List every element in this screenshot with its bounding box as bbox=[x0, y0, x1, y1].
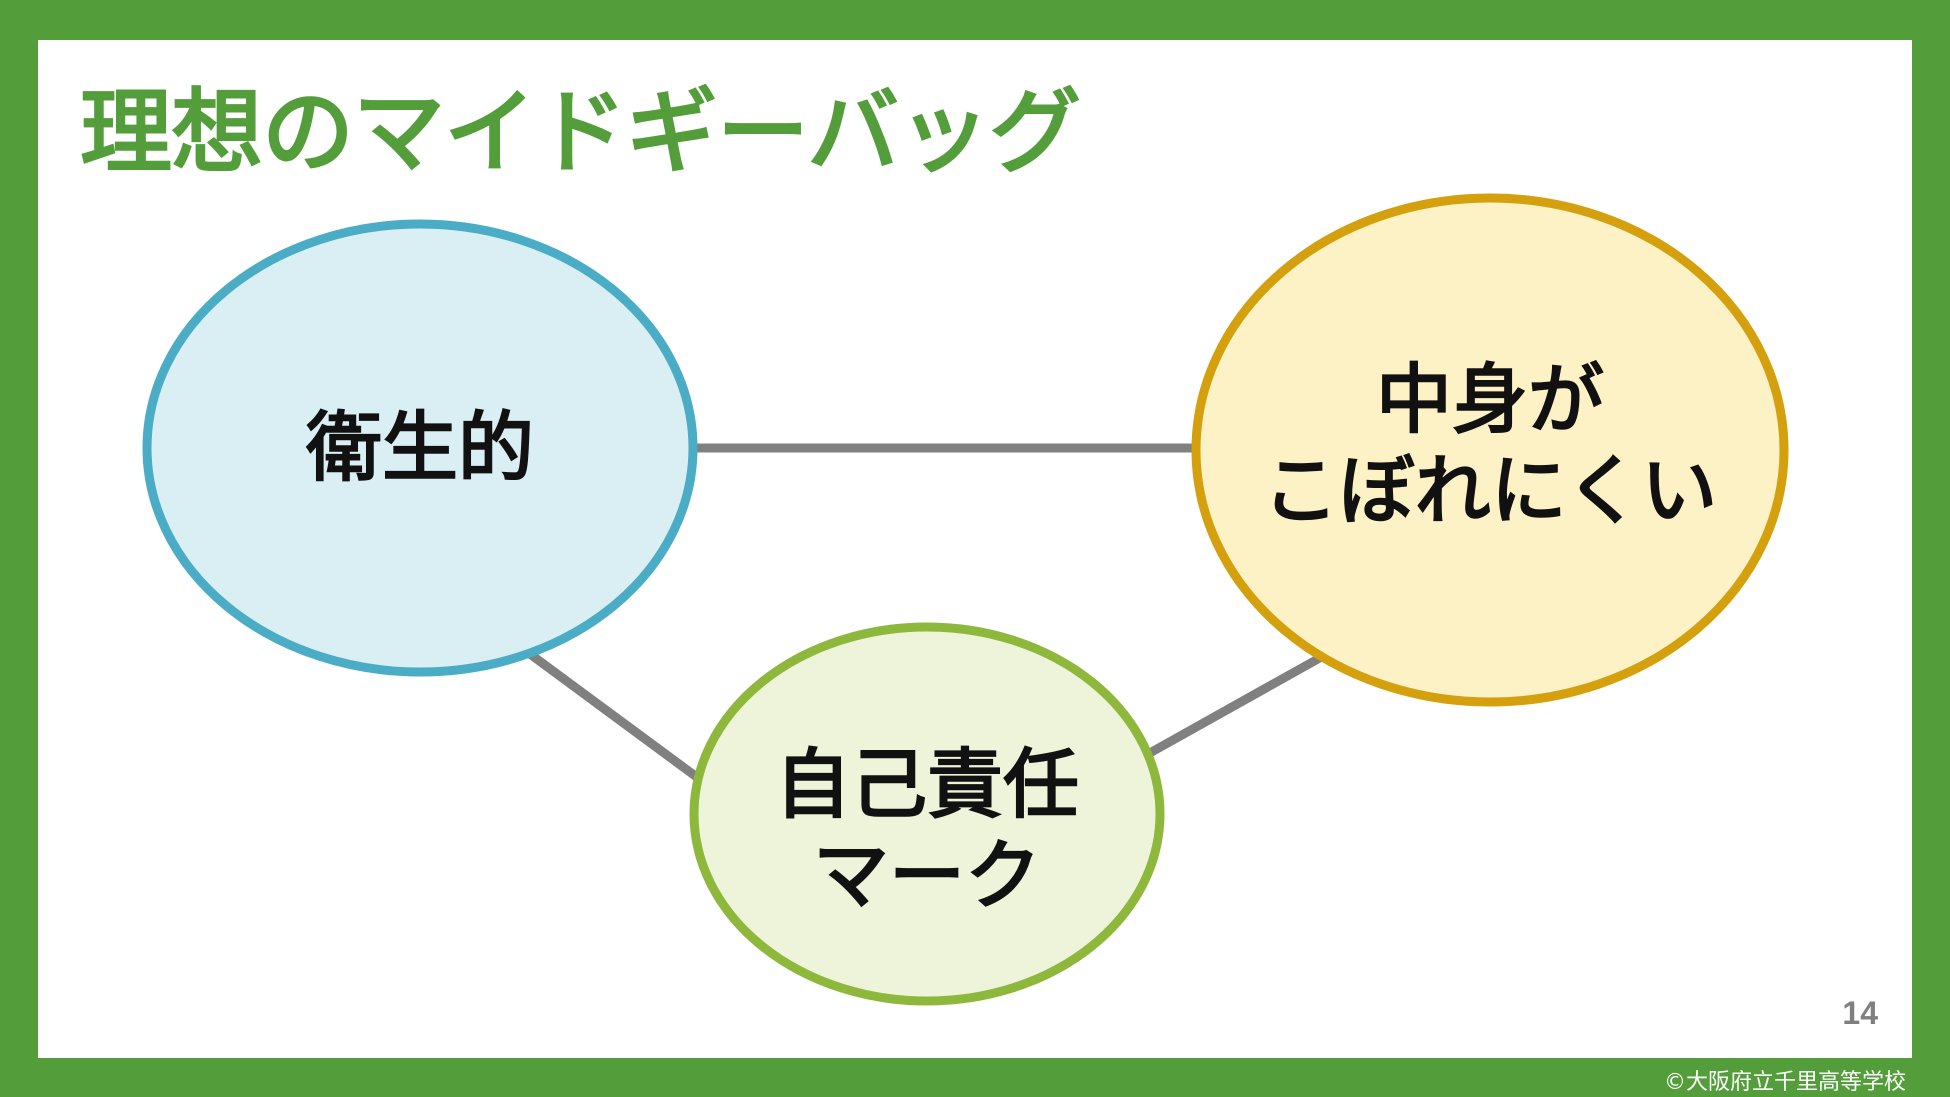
connector-hygienic-responsibility bbox=[527, 650, 701, 782]
node-responsibility-label: 自己責任 マーク bbox=[775, 739, 1079, 920]
node-no-spill-label: 中身が こぼれにくい bbox=[1262, 354, 1718, 535]
copyright-notice: ©大阪府立千里高等学校 bbox=[1663, 1070, 1906, 1095]
node-hygienic-label: 衛生的 bbox=[306, 403, 534, 493]
node-hygienic-circle bbox=[142, 219, 698, 677]
slide-title: 理想のマイドギーバッグ bbox=[80, 79, 1081, 186]
page-number: 14 bbox=[1842, 995, 1878, 1031]
connector-responsibility-no-spill bbox=[1145, 651, 1328, 758]
node-responsibility-circle bbox=[689, 622, 1165, 1006]
node-no-spill-circle bbox=[1191, 193, 1789, 707]
